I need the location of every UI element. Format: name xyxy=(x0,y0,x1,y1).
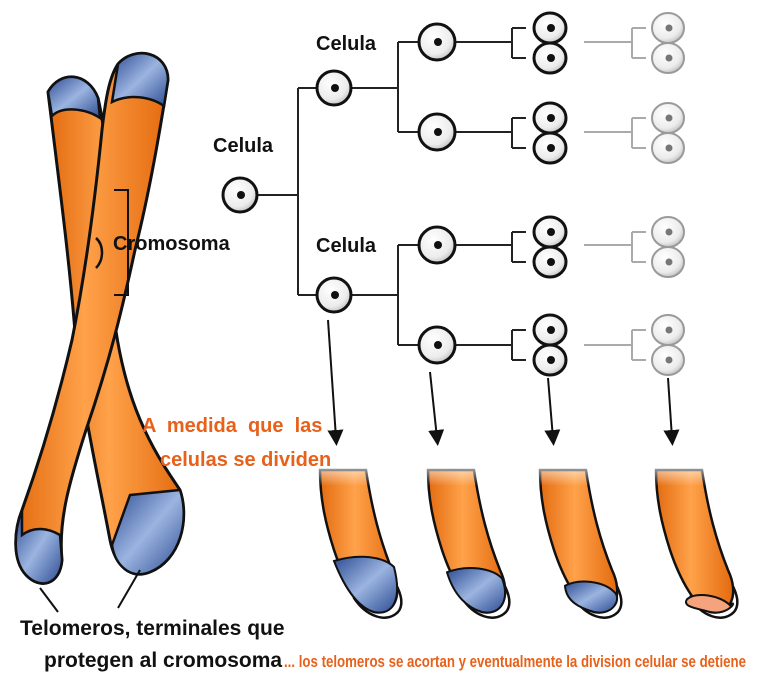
chromosome-end-3 xyxy=(534,456,621,618)
cell-nucleus xyxy=(666,115,673,122)
cell-nucleus xyxy=(434,128,442,136)
chromosome xyxy=(16,53,184,612)
cell-nucleus xyxy=(547,228,555,236)
cell-nucleus xyxy=(666,259,673,266)
cell-gen3-3-1 xyxy=(534,217,566,247)
arrows xyxy=(328,320,672,438)
cell-nucleus xyxy=(434,38,442,46)
cell-gen4-1-2 xyxy=(652,43,684,73)
cell-gen4-3-1 xyxy=(652,217,684,247)
chromosome-end-1 xyxy=(314,456,401,618)
cell-gen3-1-1 xyxy=(534,13,566,43)
telomere-cap xyxy=(447,568,505,613)
label-conclusion: ... los telomeros se acortan y eventualm… xyxy=(284,652,746,671)
cell-gen2-1 xyxy=(419,24,455,60)
cell-gen4-4-2 xyxy=(652,345,684,375)
cell-nucleus xyxy=(331,84,339,92)
telomere-pointer-left xyxy=(40,588,58,612)
label-cell-bottom: Celula xyxy=(316,235,377,257)
cell-nucleus xyxy=(666,229,673,236)
cell-nucleus xyxy=(547,326,555,334)
cell-gen3-2-1 xyxy=(534,103,566,133)
chromosome-end-2 xyxy=(422,456,509,618)
telomere-cap-top-right xyxy=(112,53,168,106)
label-cell-root: Celula xyxy=(213,135,274,157)
cell-nucleus xyxy=(666,25,673,32)
cell-nucleus xyxy=(547,54,555,62)
cell-gen3-4-1 xyxy=(534,315,566,345)
cell-gen4-2-1 xyxy=(652,103,684,133)
cell-gen4-1-1 xyxy=(652,13,684,43)
cell-gen4-4-1 xyxy=(652,315,684,345)
cell-gen1-bottom xyxy=(317,278,351,312)
cell-gen3-2-2 xyxy=(534,133,566,163)
cell-nucleus xyxy=(237,191,245,199)
lineage-lines-faded xyxy=(584,28,646,360)
cell-nucleus xyxy=(547,144,555,152)
chromosome-end-4 xyxy=(650,456,737,618)
telomere-pointer-right xyxy=(118,570,140,608)
cell-nucleus xyxy=(666,145,673,152)
cell-nucleus xyxy=(434,341,442,349)
label-cell-top: Celula xyxy=(316,33,377,55)
cell-gen2-3 xyxy=(419,227,455,263)
cell-gen2-4 xyxy=(419,327,455,363)
telomere-sequence xyxy=(314,456,737,618)
label-telomere-line1: Telomeros, terminales que xyxy=(20,617,285,640)
lineage-lines xyxy=(258,28,526,360)
cell-nucleus xyxy=(331,291,339,299)
telomere-cap xyxy=(334,557,397,613)
arrow-2 xyxy=(430,372,437,438)
cell-nucleus xyxy=(547,258,555,266)
cell-nucleus xyxy=(666,357,673,364)
cell-gen2-2 xyxy=(419,114,455,150)
arrow-4 xyxy=(668,378,672,438)
cell-gen3-3-2 xyxy=(534,247,566,277)
arrow-1 xyxy=(328,320,336,438)
arrow-3 xyxy=(548,378,553,438)
cell-gen4-3-2 xyxy=(652,247,684,277)
cell-root xyxy=(223,178,257,212)
cell-nucleus xyxy=(547,356,555,364)
cell-gen3-1-2 xyxy=(534,43,566,73)
cell-nucleus xyxy=(547,24,555,32)
label-divide-line2: celulas se dividen xyxy=(160,449,331,471)
cell-gen3-4-2 xyxy=(534,345,566,375)
cell-nucleus xyxy=(547,114,555,122)
label-telomere-line2: protegen al cromosoma xyxy=(44,649,282,672)
cell-nucleus xyxy=(666,327,673,334)
cell-gen4-2-2 xyxy=(652,133,684,163)
cell-nucleus xyxy=(434,241,442,249)
label-divide-line1: A medida que las xyxy=(142,415,322,437)
cell-gen1-top xyxy=(317,71,351,105)
label-chromosome: Cromosoma xyxy=(113,233,231,255)
cell-nucleus xyxy=(666,55,673,62)
